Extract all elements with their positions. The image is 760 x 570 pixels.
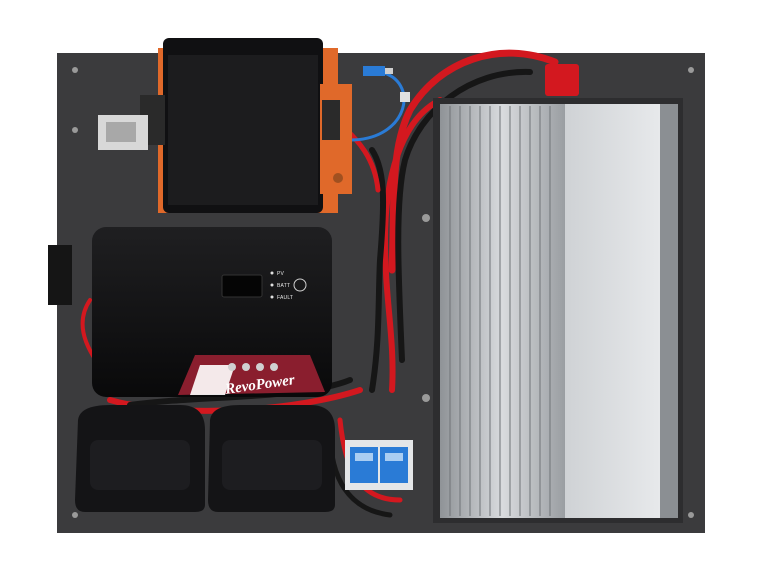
indicator-pv-label: PV (277, 271, 285, 277)
blue-connector (363, 66, 410, 102)
indicator-batt-label: BATT (277, 283, 291, 289)
breaker-covers (75, 405, 335, 512)
battery-charger (98, 38, 352, 213)
power-inverter (433, 64, 683, 523)
indicator-fault-label: FAULT (277, 295, 294, 301)
charge-controller (48, 227, 332, 397)
bus-bar-terminals (345, 440, 413, 490)
mounting-screws (72, 67, 694, 518)
